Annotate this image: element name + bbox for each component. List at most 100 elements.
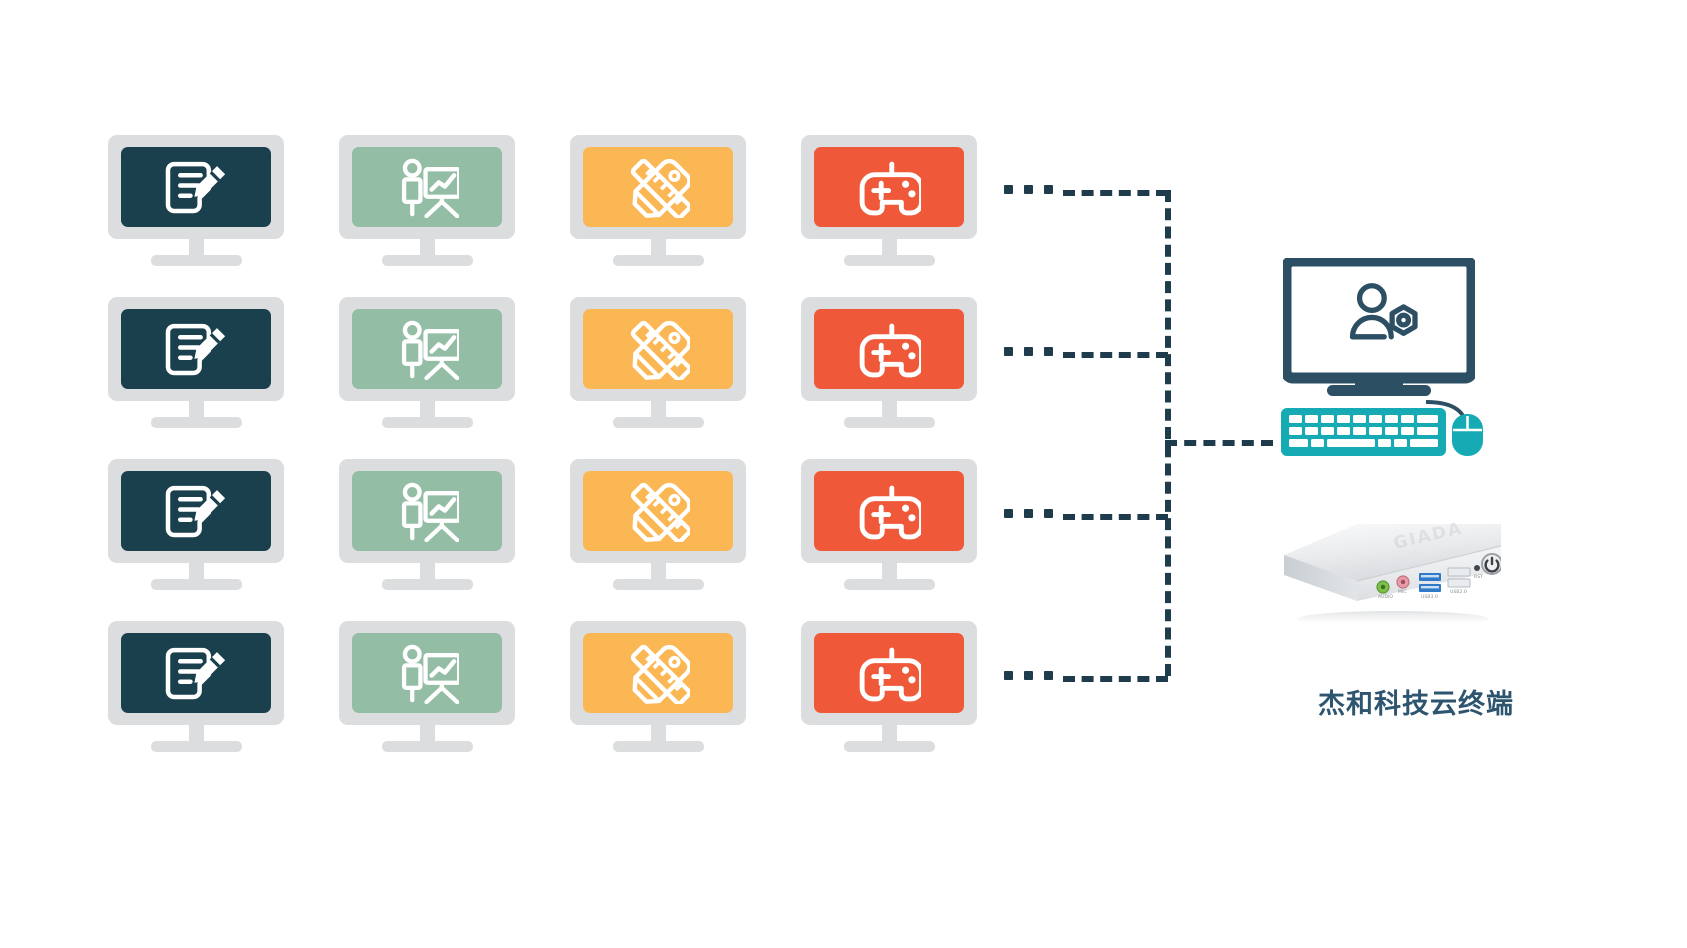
monitor-screen-design: [583, 147, 733, 227]
monitor-neck: [882, 725, 897, 745]
client-monitor-document-row1[interactable]: [108, 135, 284, 266]
presentation-chart-icon: [395, 480, 459, 542]
row-continuation-ellipsis-4: [1004, 671, 1053, 680]
document-edit-icon: [164, 156, 228, 218]
presentation-chart-icon: [395, 642, 459, 704]
row-link-line-2: [1063, 352, 1168, 358]
monitor-base: [151, 579, 242, 590]
game-controller-icon: [857, 642, 921, 704]
monitor-base: [151, 741, 242, 752]
game-controller-icon: [857, 318, 921, 380]
client-monitor-document-row2[interactable]: [108, 297, 284, 428]
monitor-screen-design: [583, 471, 733, 551]
monitor-screen-presentation: [352, 309, 502, 389]
client-monitor-document-row4[interactable]: [108, 621, 284, 752]
document-edit-icon: [164, 480, 228, 542]
monitor-neck: [651, 239, 666, 259]
ruler-pencil-design-icon: [626, 642, 690, 704]
client-monitor-design-row2[interactable]: [570, 297, 746, 428]
client-monitor-gaming-row4[interactable]: [801, 621, 977, 752]
monitor-screen-presentation: [352, 471, 502, 551]
svg-text:AUDIO: AUDIO: [1378, 594, 1393, 600]
monitor-screen-document: [121, 471, 271, 551]
monitor-neck: [651, 725, 666, 745]
document-edit-icon: [164, 318, 228, 380]
monitor-screen-gaming: [814, 309, 964, 389]
presentation-chart-icon: [395, 318, 459, 380]
client-monitor-design-row4[interactable]: [570, 621, 746, 752]
vertical-trunk-line: [1165, 190, 1171, 676]
monitor-base: [151, 417, 242, 428]
client-monitor-presentation-row4[interactable]: [339, 621, 515, 752]
monitor-screen-document: [121, 147, 271, 227]
monitor-screen-gaming: [814, 471, 964, 551]
client-monitor-presentation-row2[interactable]: [339, 297, 515, 428]
monitor-screen-gaming: [814, 633, 964, 713]
monitor-base: [844, 417, 935, 428]
monitor-base: [151, 255, 242, 266]
client-monitor-design-row3[interactable]: [570, 459, 746, 590]
row-continuation-ellipsis-2: [1004, 347, 1053, 356]
monitor-screen-presentation: [352, 633, 502, 713]
client-monitor-gaming-row2[interactable]: [801, 297, 977, 428]
monitor-screen-design: [583, 309, 733, 389]
game-controller-icon: [857, 480, 921, 542]
client-monitor-design-row1[interactable]: [570, 135, 746, 266]
monitor-base: [613, 417, 704, 428]
ruler-pencil-design-icon: [626, 318, 690, 380]
monitor-neck: [189, 239, 204, 259]
ruler-pencil-design-icon: [626, 156, 690, 218]
monitor-base: [382, 255, 473, 266]
monitor-neck: [420, 401, 435, 421]
monitor-screen-design: [583, 633, 733, 713]
monitor-screen-document: [121, 633, 271, 713]
monitor-neck: [882, 563, 897, 583]
client-monitor-presentation-row1[interactable]: [339, 135, 515, 266]
client-monitor-gaming-row3[interactable]: [801, 459, 977, 590]
client-monitor-gaming-row1[interactable]: [801, 135, 977, 266]
monitor-neck: [651, 401, 666, 421]
ruler-pencil-design-icon: [626, 480, 690, 542]
row-link-line-1: [1063, 190, 1168, 196]
svg-text:USB3.0: USB3.0: [1421, 594, 1438, 600]
monitor-base: [844, 579, 935, 590]
monitor-base: [613, 255, 704, 266]
monitor-base: [844, 255, 935, 266]
monitor-base: [613, 741, 704, 752]
svg-text:RST: RST: [1474, 574, 1483, 580]
svg-text:USB2.0: USB2.0: [1450, 589, 1467, 595]
cloud-terminal-monitor: [1280, 255, 1478, 402]
client-monitor-presentation-row3[interactable]: [339, 459, 515, 590]
svg-text:MIC: MIC: [1398, 589, 1407, 595]
monitor-neck: [189, 563, 204, 583]
monitor-neck: [882, 401, 897, 421]
monitor-screen-gaming: [814, 147, 964, 227]
monitor-neck: [651, 563, 666, 583]
row-continuation-ellipsis-3: [1004, 509, 1053, 518]
presentation-chart-icon: [395, 156, 459, 218]
monitor-base: [382, 417, 473, 428]
monitor-screen-presentation: [352, 147, 502, 227]
trunk-to-server-line: [1165, 440, 1273, 446]
terminal-monitor-svg: [1280, 255, 1478, 396]
monitor-base: [613, 579, 704, 590]
monitor-neck: [420, 563, 435, 583]
monitor-neck: [882, 239, 897, 259]
game-controller-icon: [857, 156, 921, 218]
document-edit-icon: [164, 642, 228, 704]
row-link-line-3: [1063, 514, 1168, 520]
monitor-base: [382, 579, 473, 590]
monitor-screen-document: [121, 309, 271, 389]
row-link-line-4: [1063, 676, 1168, 682]
client-monitor-document-row3[interactable]: [108, 459, 284, 590]
cloud-terminal-mouse[interactable]: [1450, 412, 1486, 458]
row-continuation-ellipsis-1: [1004, 185, 1053, 194]
cloud-terminal-label: 杰和科技云终端: [1318, 689, 1514, 720]
monitor-base: [382, 741, 473, 752]
monitor-base: [844, 741, 935, 752]
cloud-terminal-keyboard[interactable]: [1281, 408, 1446, 456]
mini-pc-device: GIADA AUDIO MIC USB3.0 USB2.0 RST: [1284, 518, 1501, 627]
monitor-neck: [420, 725, 435, 745]
monitor-neck: [189, 725, 204, 745]
